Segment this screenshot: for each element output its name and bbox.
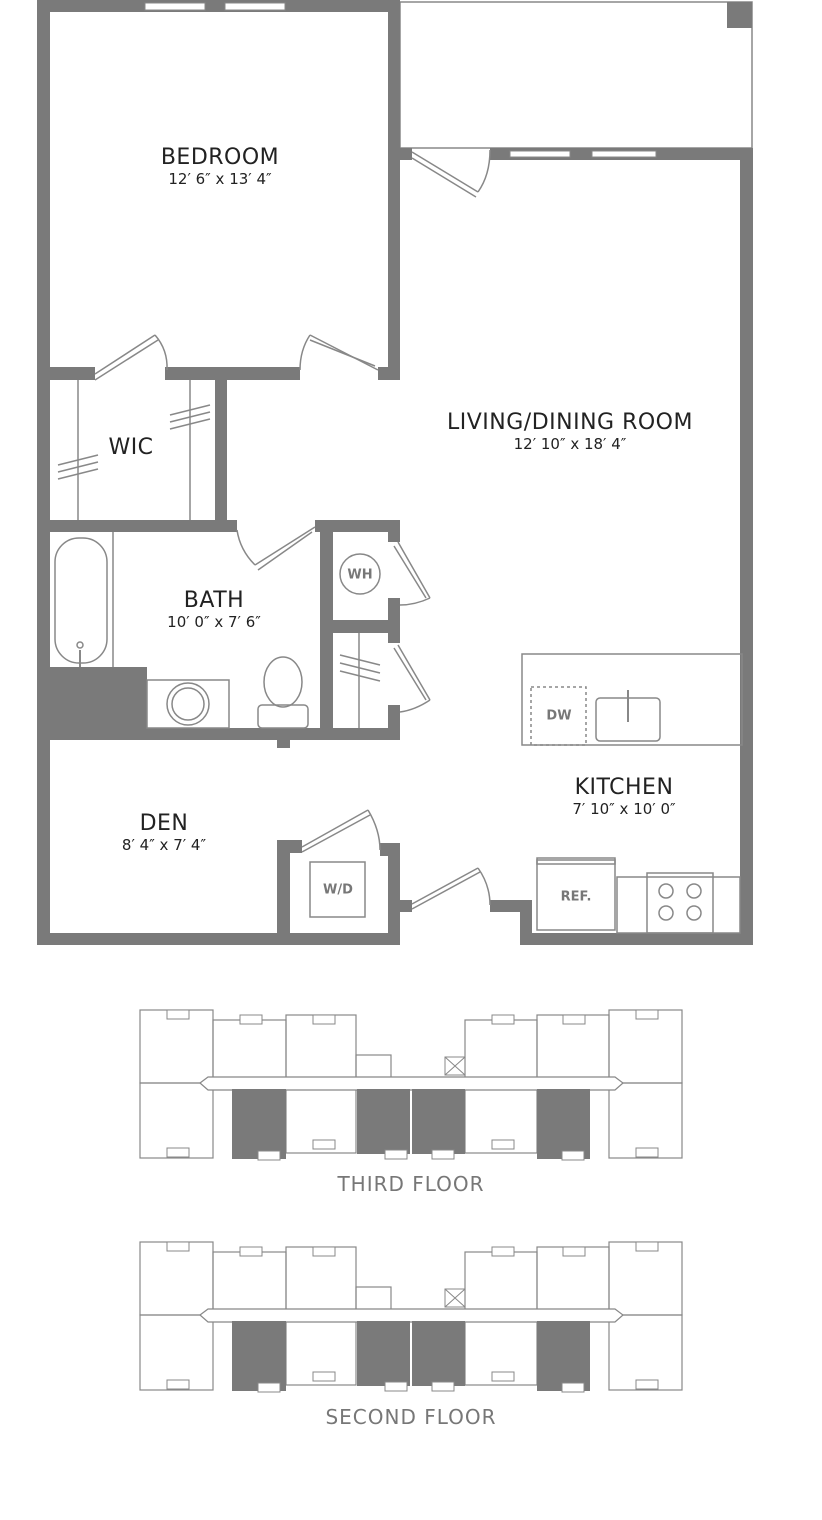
highlighted-unit [537,1321,590,1391]
doors [94,149,491,910]
water-heater-label: WH [347,567,373,583]
highlighted-unit [357,1089,410,1154]
second-floor-keyplan [139,1241,683,1393]
highlighted-unit [232,1089,286,1159]
highlighted-unit [412,1321,465,1386]
room-name: DEN [139,811,189,836]
room-name: KITCHEN [574,775,674,800]
washer-dryer-label: W/D [323,882,353,898]
room-name: BATH [183,588,245,613]
third-floor-keyplan [139,1009,683,1161]
highlighted-unit [232,1321,286,1391]
room-size: 7′ 10″ x 10′ 0″ [572,800,676,818]
highlighted-unit [537,1089,590,1159]
room-name: LIVING/DINING ROOM [447,410,693,435]
room-size: 12′ 10″ x 18′ 4″ [513,435,627,453]
room-size: 12′ 6″ x 13′ 4″ [168,170,272,188]
highlighted-unit [412,1089,465,1154]
refrigerator-label: REF. [560,889,592,905]
second-floor-label: SECOND FLOOR [325,1405,497,1429]
room-name: BEDROOM [160,145,280,170]
room-size: 10′ 0″ x 7′ 6″ [167,613,261,631]
third-floor-label: THIRD FLOOR [337,1172,485,1196]
room-size: 8′ 4″ x 7′ 4″ [121,836,207,854]
unit-walls [37,0,753,945]
room-wic: WIC [108,435,153,460]
room-name: WIC [108,435,154,460]
highlighted-unit [357,1321,410,1386]
dishwasher-label: DW [546,708,572,724]
